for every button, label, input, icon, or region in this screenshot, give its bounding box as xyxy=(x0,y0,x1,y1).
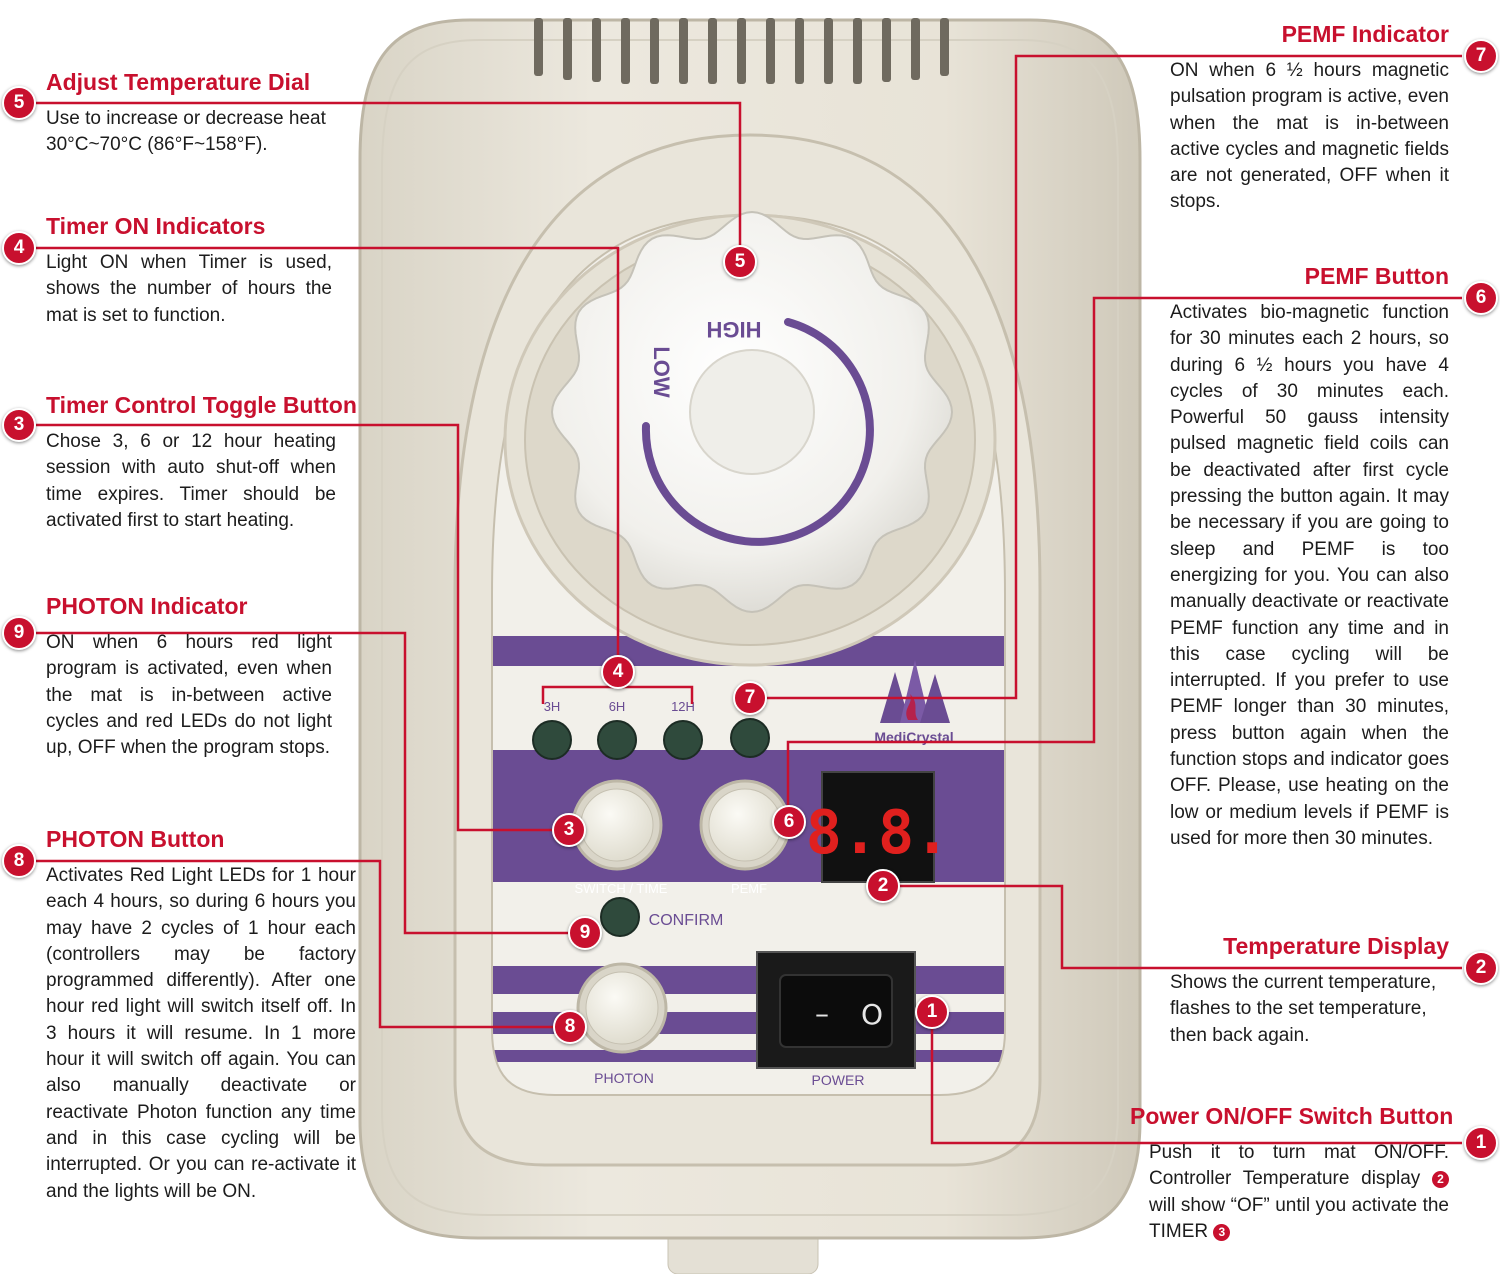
callout-pemf-indicator: PEMF Indicator ON when 6 ½ hours magneti… xyxy=(1170,20,1449,216)
callout-timer-toggle: Timer Control Toggle Button Chose 3, 6 o… xyxy=(46,391,357,534)
leader-6 xyxy=(786,296,1462,822)
timer-led-3h xyxy=(532,720,572,760)
power-desc-part2: will show “OF” until you activate the TI… xyxy=(1149,1194,1449,1242)
leader-3 xyxy=(36,423,568,832)
vent-slots xyxy=(534,18,949,84)
badge-7: 7 xyxy=(1464,39,1498,73)
callout-description: Chose 3, 6 or 12 hour heating session wi… xyxy=(46,431,336,531)
leader-2 xyxy=(883,884,1462,970)
power-switch[interactable]: – O xyxy=(756,951,916,1069)
callout-description: Activates Red Light LEDs for 1 hour each… xyxy=(46,865,356,1202)
leader-4 xyxy=(36,246,620,672)
callout-description: Light ON when Timer is used, shows the n… xyxy=(46,252,332,326)
device-badge-6: 6 xyxy=(772,805,806,839)
power-on-symbol: O xyxy=(861,998,883,1031)
callout-photon-button: PHOTON Button Activates Red Light LEDs f… xyxy=(46,825,356,1205)
callout-description: Activates bio-magnetic function for 30 m… xyxy=(1170,302,1449,849)
leader-1 xyxy=(930,1012,1462,1145)
callout-timer-indicators: Timer ON Indicators Light ON when Timer … xyxy=(46,212,332,329)
power-desc-part1: Push it to turn mat ON/OFF. Controller T… xyxy=(1149,1142,1449,1190)
badge-8: 8 xyxy=(2,844,36,878)
leader-5 xyxy=(36,101,742,262)
device-badge-8: 8 xyxy=(553,1010,587,1044)
device-badge-1: 1 xyxy=(915,995,949,1029)
leader-8 xyxy=(36,859,570,1029)
ref-badge-2: 2 xyxy=(1432,1171,1450,1189)
callout-title: PHOTON Button xyxy=(46,826,225,852)
badge-9: 9 xyxy=(2,616,36,650)
leader-9 xyxy=(36,631,585,935)
dial-high-label: HIGH xyxy=(707,317,762,342)
photon-button[interactable] xyxy=(576,962,668,1054)
dial-center-cap xyxy=(689,349,815,475)
callout-description: Shows the current temperature, flashes t… xyxy=(1170,972,1437,1046)
switch-time-button[interactable] xyxy=(571,779,663,871)
badge-2: 2 xyxy=(1464,951,1498,985)
timer-led-6h xyxy=(597,720,637,760)
dial-low-label: LOW xyxy=(649,346,674,398)
badge-1: 1 xyxy=(1464,1126,1498,1160)
device-badge-9: 9 xyxy=(568,916,602,950)
callout-temperature-display: Temperature Display Shows the current te… xyxy=(1170,932,1449,1049)
callout-title: PHOTON Indicator xyxy=(46,593,248,619)
timer-indicators: 3H 6H 12H xyxy=(532,699,703,760)
pemf-indicator-led xyxy=(730,718,770,758)
callout-title: PEMF Indicator xyxy=(1281,21,1449,47)
leader-7 xyxy=(750,54,1462,700)
dial-range-arc xyxy=(641,318,874,546)
ref-badge-3: 3 xyxy=(1213,1223,1231,1241)
badge-3: 3 xyxy=(2,408,36,442)
temperature-display: 8.8. xyxy=(806,771,951,883)
leader-lines xyxy=(36,54,1462,1145)
switch-time-label: SWITCH / TIME xyxy=(575,881,668,896)
confirm-label: CONFIRM xyxy=(649,912,724,929)
display-digits: 8.8. xyxy=(806,798,951,868)
callout-pemf-button: PEMF Button Activates bio-magnetic funct… xyxy=(1170,262,1449,852)
device-badge-2: 2 xyxy=(866,869,900,903)
display-screen xyxy=(821,771,935,883)
callout-description: Use to increase or decrease heat 30°C~70… xyxy=(46,108,326,156)
power-label: POWER xyxy=(812,1072,865,1088)
callout-title: PEMF Button xyxy=(1304,263,1449,289)
timer-label-12h: 12H xyxy=(671,699,695,714)
photon-indicator-led xyxy=(600,897,640,937)
callout-title: Timer Control Toggle Button xyxy=(46,392,357,418)
photon-label: PHOTON xyxy=(594,1070,654,1086)
callout-photon-indicator: PHOTON Indicator ON when 6 hours red lig… xyxy=(46,592,332,761)
device-badge-5: 5 xyxy=(723,245,757,279)
device-badge-4: 4 xyxy=(601,655,635,689)
badge-6: 6 xyxy=(1464,281,1498,315)
callout-power-switch: Power ON/OFF Switch Button Push it to tu… xyxy=(1130,1102,1454,1245)
device-badge-3: 3 xyxy=(552,813,586,847)
callout-description: ON when 6 hours red light program is act… xyxy=(46,632,332,759)
pemf-label: PEMF xyxy=(731,881,767,896)
callout-title: Power ON/OFF Switch Button xyxy=(1130,1103,1454,1129)
temperature-dial[interactable]: HIGH LOW xyxy=(550,210,954,614)
device-badge-7: 7 xyxy=(733,681,767,715)
callout-temperature-dial: Adjust Temperature Dial Use to increase … xyxy=(46,68,346,159)
callout-title: Timer ON Indicators xyxy=(46,213,266,239)
callout-description: ON when 6 ½ hours magnetic pulsation pro… xyxy=(1170,60,1449,213)
timer-led-12h xyxy=(663,720,703,760)
timer-label-3h: 3H xyxy=(544,699,561,714)
power-off-symbol: – xyxy=(815,997,829,1030)
callout-description: Push it to turn mat ON/OFF. Controller T… xyxy=(1130,1140,1450,1245)
badge-4: 4 xyxy=(2,231,36,265)
callout-title: Temperature Display xyxy=(1223,933,1449,959)
callout-title: Adjust Temperature Dial xyxy=(46,69,311,95)
badge-5: 5 xyxy=(2,86,36,120)
timer-label-6h: 6H xyxy=(609,699,626,714)
